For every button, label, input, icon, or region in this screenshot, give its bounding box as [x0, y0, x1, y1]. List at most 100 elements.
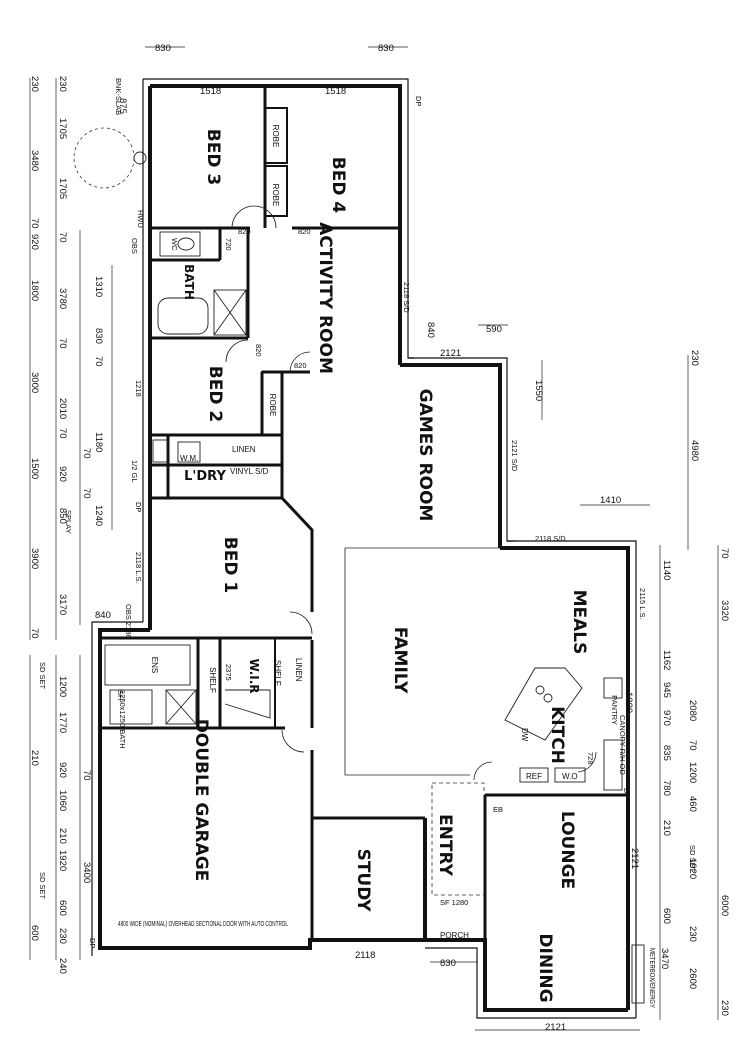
room-kitchen: KITCH — [547, 706, 567, 764]
dim-t-2121a: 2121 — [440, 348, 461, 359]
dim-l-1800: 1800 — [29, 280, 40, 301]
label-dp2: DP — [134, 502, 143, 512]
room-lounge: LOUNGE — [557, 811, 577, 889]
label-garage-door: 4800 WIDE (NOMINAL) OVERHEAD SECTIONAL D… — [118, 919, 288, 928]
dim-l-920c: 920 — [57, 762, 68, 778]
room-porch: PORCH — [440, 931, 469, 940]
dim-r-460: 460 — [687, 796, 698, 812]
dim-r-3320: 3320 — [719, 600, 730, 621]
room-bed2: BED 2 — [205, 366, 225, 422]
dim-l-3900: 3900 — [29, 548, 40, 569]
dim-l-70e: 70 — [57, 428, 68, 439]
dim-r-835: 835 — [661, 745, 672, 761]
dim-r-2600: 2600 — [687, 968, 698, 989]
dim-l-230a: 230 — [29, 76, 40, 92]
dim-l-1705b: 1705 — [57, 178, 68, 199]
label-linen1: LINEN — [232, 445, 256, 454]
dim-l-70g: 70 — [81, 488, 92, 499]
dim-l-70h: 70 — [29, 628, 40, 639]
label-sd-meals: 2118 S/D — [535, 534, 566, 543]
dim-r-780: 780 — [661, 780, 672, 796]
dim-r-70a: 70 — [687, 740, 698, 751]
dim-l-1060: 1060 — [57, 790, 68, 811]
dim-l-70d: 70 — [93, 356, 104, 367]
dim-top-1518a: 1518 — [200, 86, 221, 97]
label-dp3: DP — [88, 938, 97, 948]
label-door-820b: 820 — [298, 227, 311, 236]
dim-r-1162: 1162 — [661, 650, 672, 670]
dim-b-2118: 2118 — [355, 950, 375, 961]
label-ls-bed2: 1218 — [134, 380, 143, 397]
dim-l-1310: 1310 — [93, 276, 104, 297]
label-wo: W.O — [562, 772, 578, 781]
label-ls-meals: 2115 L.S. — [638, 588, 647, 620]
label-shelf1: SHELF — [208, 667, 217, 693]
label-door-2375: 2375 — [224, 664, 233, 681]
dim-l-3000: 3000 — [29, 372, 40, 393]
dim-l-70f: 70 — [81, 448, 92, 459]
room-wir: W.I.R — [247, 658, 261, 693]
label-ls-bed1: 2118 L.S. — [134, 552, 143, 584]
label-bath-ens: 1250x1250 BATH — [118, 690, 127, 749]
dim-top-1518b: 1518 — [325, 86, 346, 97]
room-dining: DINING — [535, 933, 555, 1002]
dim-r-1140: 1140 — [661, 560, 672, 580]
label-dp1: DP — [414, 96, 423, 106]
label-728: 728 — [586, 752, 595, 765]
room-entry: ENTRY — [435, 814, 455, 877]
dim-l-1200: 1200 — [57, 676, 68, 697]
label-dp4: DP — [622, 788, 631, 798]
label-robe1: ROBE — [271, 125, 280, 148]
dim-l-3400: 3400 — [81, 862, 92, 883]
room-bed3: BED 3 — [203, 129, 223, 185]
outer-walls — [91, 78, 637, 1019]
label-wm: W.M. — [180, 454, 198, 463]
dim-l-2010: 2010 — [57, 398, 68, 419]
dim-l-840: 840 — [95, 610, 111, 621]
label-sd-set3: SD SET — [688, 845, 697, 873]
dim-l-3170: 3170 — [57, 594, 68, 615]
dim-top-830a: 830 — [155, 43, 171, 54]
doors — [225, 205, 597, 781]
dim-b-830: 830 — [440, 958, 456, 969]
dim-l-1180: 1180 — [93, 432, 104, 452]
label-door-720: 720 — [224, 238, 233, 251]
room-bed1: BED 1 — [220, 537, 240, 593]
room-family: FAMILY — [390, 627, 410, 694]
dim-r-970: 970 — [661, 710, 672, 726]
dim-t-590: 590 — [486, 324, 502, 335]
room-study: STUDY — [353, 849, 373, 913]
dim-l-850: 850 — [57, 508, 68, 524]
label-canopy: CANOPY R/H OD — [618, 715, 627, 775]
dim-l-1240: 1240 — [93, 505, 104, 526]
label-dw: DW — [520, 728, 529, 742]
dim-l-70c: 70 — [57, 338, 68, 349]
dim-l-240: 240 — [57, 958, 68, 974]
dim-l-830: 830 — [93, 328, 104, 344]
dim-l-920b: 920 — [57, 466, 68, 482]
dim-r-230: 230 — [687, 926, 698, 942]
label-gl-half: 1/2 GL — [130, 460, 139, 483]
dim-l-1500: 1500 — [29, 458, 40, 479]
label-meter: METERBOX/ENERGY — [648, 948, 657, 1008]
label-pantry: PANTRY — [610, 695, 619, 725]
dim-r-945: 945 — [661, 682, 672, 698]
dim-r-1920: 1920 — [687, 858, 698, 879]
dim-t-4980: 4980 — [689, 440, 700, 461]
dim-t-1550: 1550 — [533, 380, 544, 401]
dim-t-230r: 230 — [689, 350, 700, 366]
dim-l-875: 875 — [117, 98, 128, 114]
fixtures — [73, 127, 645, 1004]
dim-b-2121: 2121 — [545, 1022, 566, 1033]
dim-l-70i: 70 — [81, 770, 92, 781]
dim-top-830b: 830 — [378, 43, 394, 54]
dim-l-3780: 3780 — [57, 288, 68, 309]
room-games: GAMES ROOM — [415, 389, 435, 522]
label-obs: OBS — [130, 238, 139, 254]
dim-l-230b: 230 — [57, 76, 68, 92]
label-door-820a: 820 — [238, 227, 251, 236]
label-shelf2: SHELF — [273, 660, 282, 686]
room-ldry: L'DRY — [184, 469, 226, 484]
room-labels: BED 3 BED 4 ACTIVITY ROOM BED 2 GAMES RO… — [150, 129, 589, 1003]
dim-l-230c: 230 — [57, 928, 68, 944]
